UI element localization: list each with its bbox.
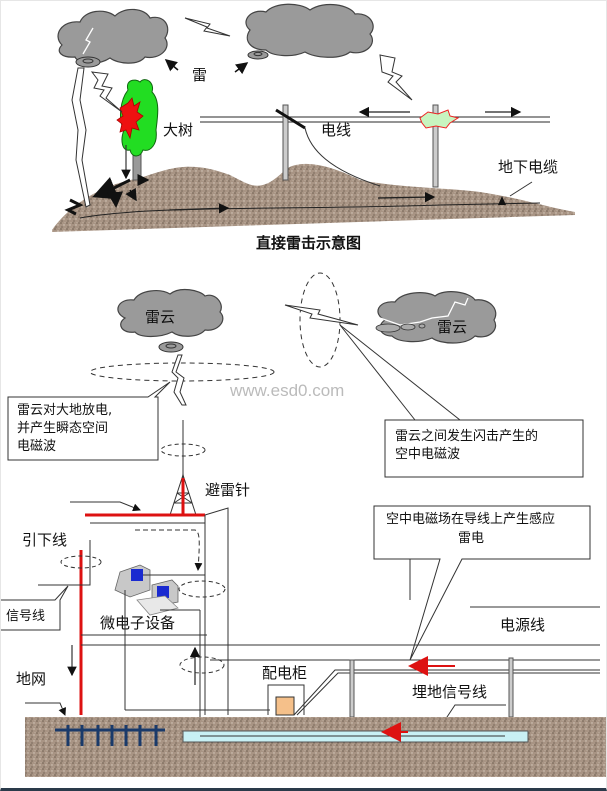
direct-strike-diagram: 雷 大树 电线 地下电 — [52, 3, 575, 252]
thundercloud-right-icon — [245, 3, 374, 58]
callout-line: 空中电磁波 — [395, 447, 460, 462]
down-conductor-label: 引下线 — [22, 531, 67, 549]
callout-line: 雷云之间发生闪击产生的 — [395, 428, 538, 444]
ground-hills — [52, 163, 575, 232]
thundercloud-right-label: 雷云 — [437, 318, 467, 336]
thundercloud-left-label: 雷云 — [145, 308, 175, 326]
lightning-rod-label: 避雷针 — [205, 481, 250, 499]
power-line-label: 电线 — [321, 121, 351, 139]
ground-grid-icon — [55, 725, 165, 746]
buried-signal-line-label: 埋地信号线 — [412, 683, 487, 701]
microelectronics-label: 微电子设备 — [100, 614, 175, 632]
ground-block — [25, 717, 607, 777]
thundercloud-left-icon — [57, 8, 169, 64]
callout-line: 空中电磁场在导线上产生感应 — [386, 511, 555, 527]
thundercloud-left-icon — [117, 288, 224, 338]
callout-induced-lightning — [373, 505, 591, 661]
wire-flash-icon — [419, 109, 460, 129]
callout-cloud-to-cloud — [384, 419, 584, 478]
distribution-cabinet-label: 配电柜 — [262, 664, 307, 682]
underground-cable-label: 地下电缆 — [498, 158, 558, 176]
induced-strike-diagram: 雷云 雷云 www.esd0.com 雷云对大地放电, 并产生瞬态空间 电磁波 … — [0, 272, 607, 777]
callout-line: 雷电 — [458, 531, 484, 546]
callout-ground-discharge — [7, 381, 171, 461]
strike-flash-icon — [116, 97, 144, 140]
power-cable-label: 电源线 — [500, 616, 545, 634]
watermark: www.esd0.com — [229, 381, 344, 400]
callout-line: 并产生瞬态空间 — [17, 421, 108, 436]
computer-icon — [114, 564, 179, 616]
cabinet-icon — [275, 696, 295, 716]
top-diagram-title: 直接雷击示意图 — [256, 234, 361, 252]
ground-grid-label: 地网 — [16, 670, 46, 688]
tree-label: 大树 — [163, 121, 193, 139]
callout-signal-line — [0, 585, 69, 631]
lightning-bolt-icon — [184, 17, 231, 37]
callout-line: 电磁波 — [17, 439, 56, 454]
thunder-label: 雷 — [192, 66, 207, 84]
callout-line: 雷云对大地放电, — [17, 403, 112, 418]
signal-line-label: 信号线 — [6, 609, 45, 624]
